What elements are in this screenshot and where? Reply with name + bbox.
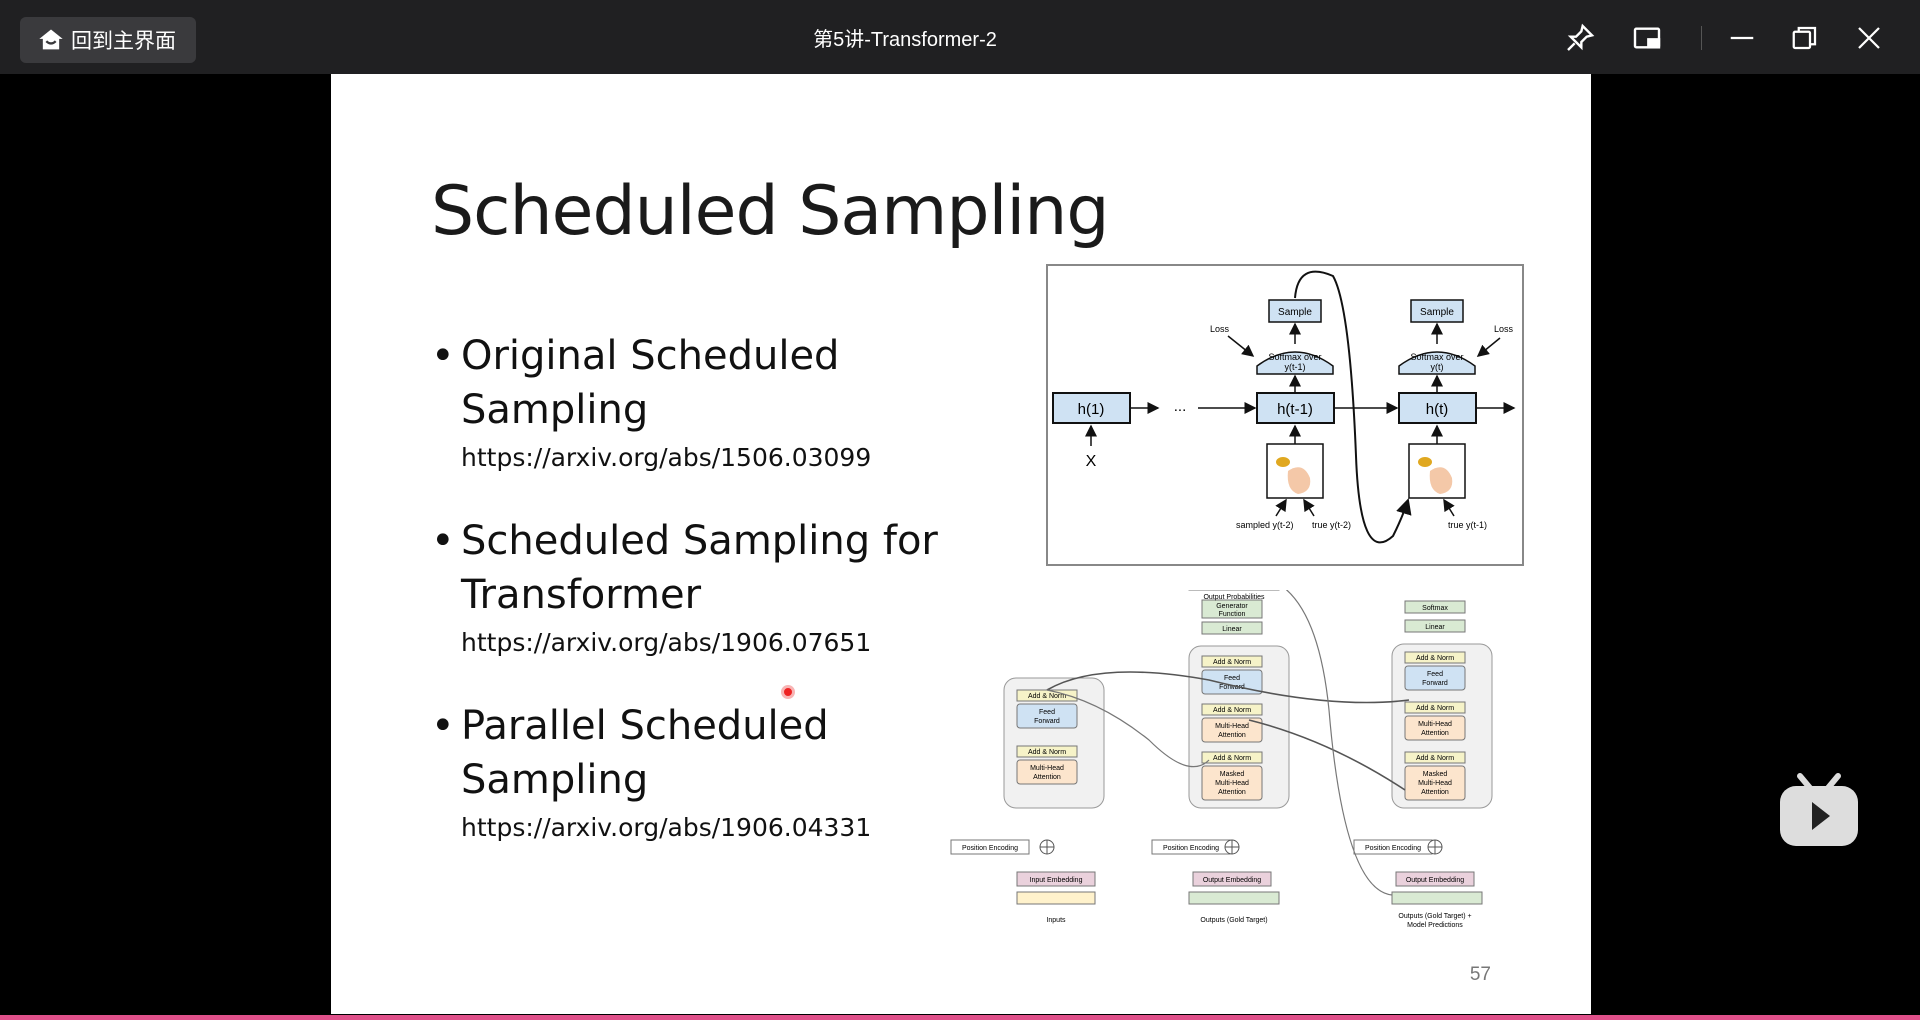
svg-text:X: X <box>1086 453 1097 470</box>
svg-text:Attention: Attention <box>1033 774 1061 781</box>
svg-text:true y(t-1): true y(t-1) <box>1448 520 1487 530</box>
svg-text:Output Embedding: Output Embedding <box>1203 877 1261 884</box>
progress-line <box>0 1015 1920 1020</box>
svg-text:Multi-Head: Multi-Head <box>1215 780 1249 787</box>
svg-text:Multi-Head: Multi-Head <box>1418 780 1452 787</box>
pin-button[interactable] <box>1560 18 1600 58</box>
paper-link: https://arxiv.org/abs/1506.03099 <box>461 443 872 472</box>
svg-text:Masked: Masked <box>1220 771 1245 778</box>
svg-text:Add & Norm: Add & Norm <box>1416 705 1454 712</box>
svg-text:Position Encoding: Position Encoding <box>1365 845 1421 852</box>
title-bar-divider <box>1701 26 1702 50</box>
svg-text:Loss: Loss <box>1210 324 1230 334</box>
svg-text:Generator: Generator <box>1216 603 1248 610</box>
svg-text:Outputs (Gold Target) +: Outputs (Gold Target) + <box>1398 913 1471 920</box>
svg-text:Outputs (Gold Target): Outputs (Gold Target) <box>1200 917 1267 924</box>
svg-text:Sample: Sample <box>1420 307 1454 318</box>
svg-text:Forward: Forward <box>1219 684 1245 691</box>
svg-text:Position Encoding: Position Encoding <box>1163 845 1219 852</box>
page-number: 57 <box>1469 964 1491 985</box>
home-button[interactable]: 回到主界面 <box>20 17 196 63</box>
svg-text:Forward: Forward <box>1422 680 1448 687</box>
minimize-button[interactable] <box>1722 18 1762 58</box>
mini-player-button[interactable] <box>1627 18 1667 58</box>
svg-text:y(t-1): y(t-1) <box>1285 362 1306 372</box>
svg-text:Input Embedding: Input Embedding <box>1030 877 1083 884</box>
bullet-heading: Scheduled Sampling for Transformer <box>431 514 991 622</box>
home-icon <box>39 29 63 50</box>
svg-text:Add & Norm: Add & Norm <box>1416 755 1454 762</box>
close-button[interactable] <box>1849 18 1889 58</box>
pin-icon <box>1567 23 1595 51</box>
svg-text:Function: Function <box>1219 611 1246 618</box>
svg-text:Multi-Head: Multi-Head <box>1215 723 1249 730</box>
title-bar: 回到主界面 第5讲-Transformer-2 <box>0 0 1920 74</box>
svg-text:Softmax over: Softmax over <box>1410 352 1463 362</box>
svg-text:Linear: Linear <box>1425 624 1445 631</box>
svg-text:Add & Norm: Add & Norm <box>1416 655 1454 662</box>
svg-text:Sample: Sample <box>1278 307 1312 318</box>
svg-text:h(t-1): h(t-1) <box>1277 401 1313 418</box>
svg-text:...: ... <box>1174 398 1187 415</box>
list-item: Scheduled Sampling for Transformer https… <box>431 514 991 657</box>
svg-text:Output Embedding: Output Embedding <box>1406 877 1464 884</box>
svg-text:Multi-Head: Multi-Head <box>1418 721 1452 728</box>
bilibili-logo <box>1778 770 1860 855</box>
svg-text:Masked: Masked <box>1423 771 1448 778</box>
svg-text:Softmax: Softmax <box>1422 605 1448 612</box>
picture-in-picture-icon <box>1633 27 1661 49</box>
svg-text:Multi-Head: Multi-Head <box>1030 765 1064 772</box>
home-button-label: 回到主界面 <box>71 30 176 53</box>
svg-text:Add & Norm: Add & Norm <box>1213 707 1251 714</box>
bilibili-tv-icon <box>1780 773 1858 846</box>
svg-text:Attention: Attention <box>1421 789 1449 796</box>
svg-text:Softmax over: Softmax over <box>1268 352 1321 362</box>
slide-title: Scheduled Sampling <box>431 172 1110 251</box>
svg-text:Add & Norm: Add & Norm <box>1028 693 1066 700</box>
minimize-icon <box>1730 36 1754 40</box>
paper-link: https://arxiv.org/abs/1906.04331 <box>461 813 872 842</box>
svg-text:Attention: Attention <box>1218 732 1246 739</box>
svg-text:sampled y(t-2): sampled y(t-2) <box>1236 520 1294 530</box>
svg-text:Linear: Linear <box>1222 626 1242 633</box>
bullet-heading: Parallel Scheduled Sampling <box>431 699 991 807</box>
list-item: Parallel Scheduled Sampling https://arxi… <box>431 699 991 842</box>
svg-text:Model Predictions: Model Predictions <box>1407 922 1463 929</box>
svg-text:y(t): y(t) <box>1431 362 1444 372</box>
svg-text:Feed: Feed <box>1224 675 1240 682</box>
restore-icon <box>1792 26 1817 50</box>
laser-pointer <box>781 685 795 699</box>
slide: Scheduled Sampling Original Scheduled Sa… <box>331 74 1591 1014</box>
svg-text:Output Probabilities: Output Probabilities <box>1203 594 1265 601</box>
bullet-heading: Original Scheduled Sampling <box>431 329 991 437</box>
svg-text:h(t): h(t) <box>1426 401 1449 418</box>
svg-text:Add & Norm: Add & Norm <box>1213 659 1251 666</box>
svg-text:Inputs: Inputs <box>1046 917 1066 924</box>
svg-text:Feed: Feed <box>1427 671 1443 678</box>
restore-button[interactable] <box>1785 18 1825 58</box>
svg-text:Feed: Feed <box>1039 709 1055 716</box>
close-icon <box>1858 27 1880 49</box>
transformer-sampling-diagram: Add & Norm Feed Forward Add & Norm Multi… <box>949 577 1549 950</box>
window-title: 第5讲-Transformer-2 <box>813 29 997 51</box>
bullet-list: Original Scheduled Sampling https://arxi… <box>431 329 991 884</box>
svg-text:Attention: Attention <box>1421 730 1449 737</box>
svg-text:h(1): h(1) <box>1078 401 1105 418</box>
svg-text:Position Encoding: Position Encoding <box>962 845 1018 852</box>
rnn-sampling-diagram: h(1) ... h(t-1) h(t) X Softmax over y(t-… <box>1046 264 1524 566</box>
svg-text:Forward: Forward <box>1034 718 1060 725</box>
svg-text:true y(t-2): true y(t-2) <box>1312 520 1351 530</box>
svg-text:Attention: Attention <box>1218 789 1246 796</box>
paper-link: https://arxiv.org/abs/1906.07651 <box>461 628 872 657</box>
svg-text:Add & Norm: Add & Norm <box>1213 755 1251 762</box>
svg-text:Add & Norm: Add & Norm <box>1028 749 1066 756</box>
svg-text:Loss: Loss <box>1494 324 1514 334</box>
list-item: Original Scheduled Sampling https://arxi… <box>431 329 991 472</box>
